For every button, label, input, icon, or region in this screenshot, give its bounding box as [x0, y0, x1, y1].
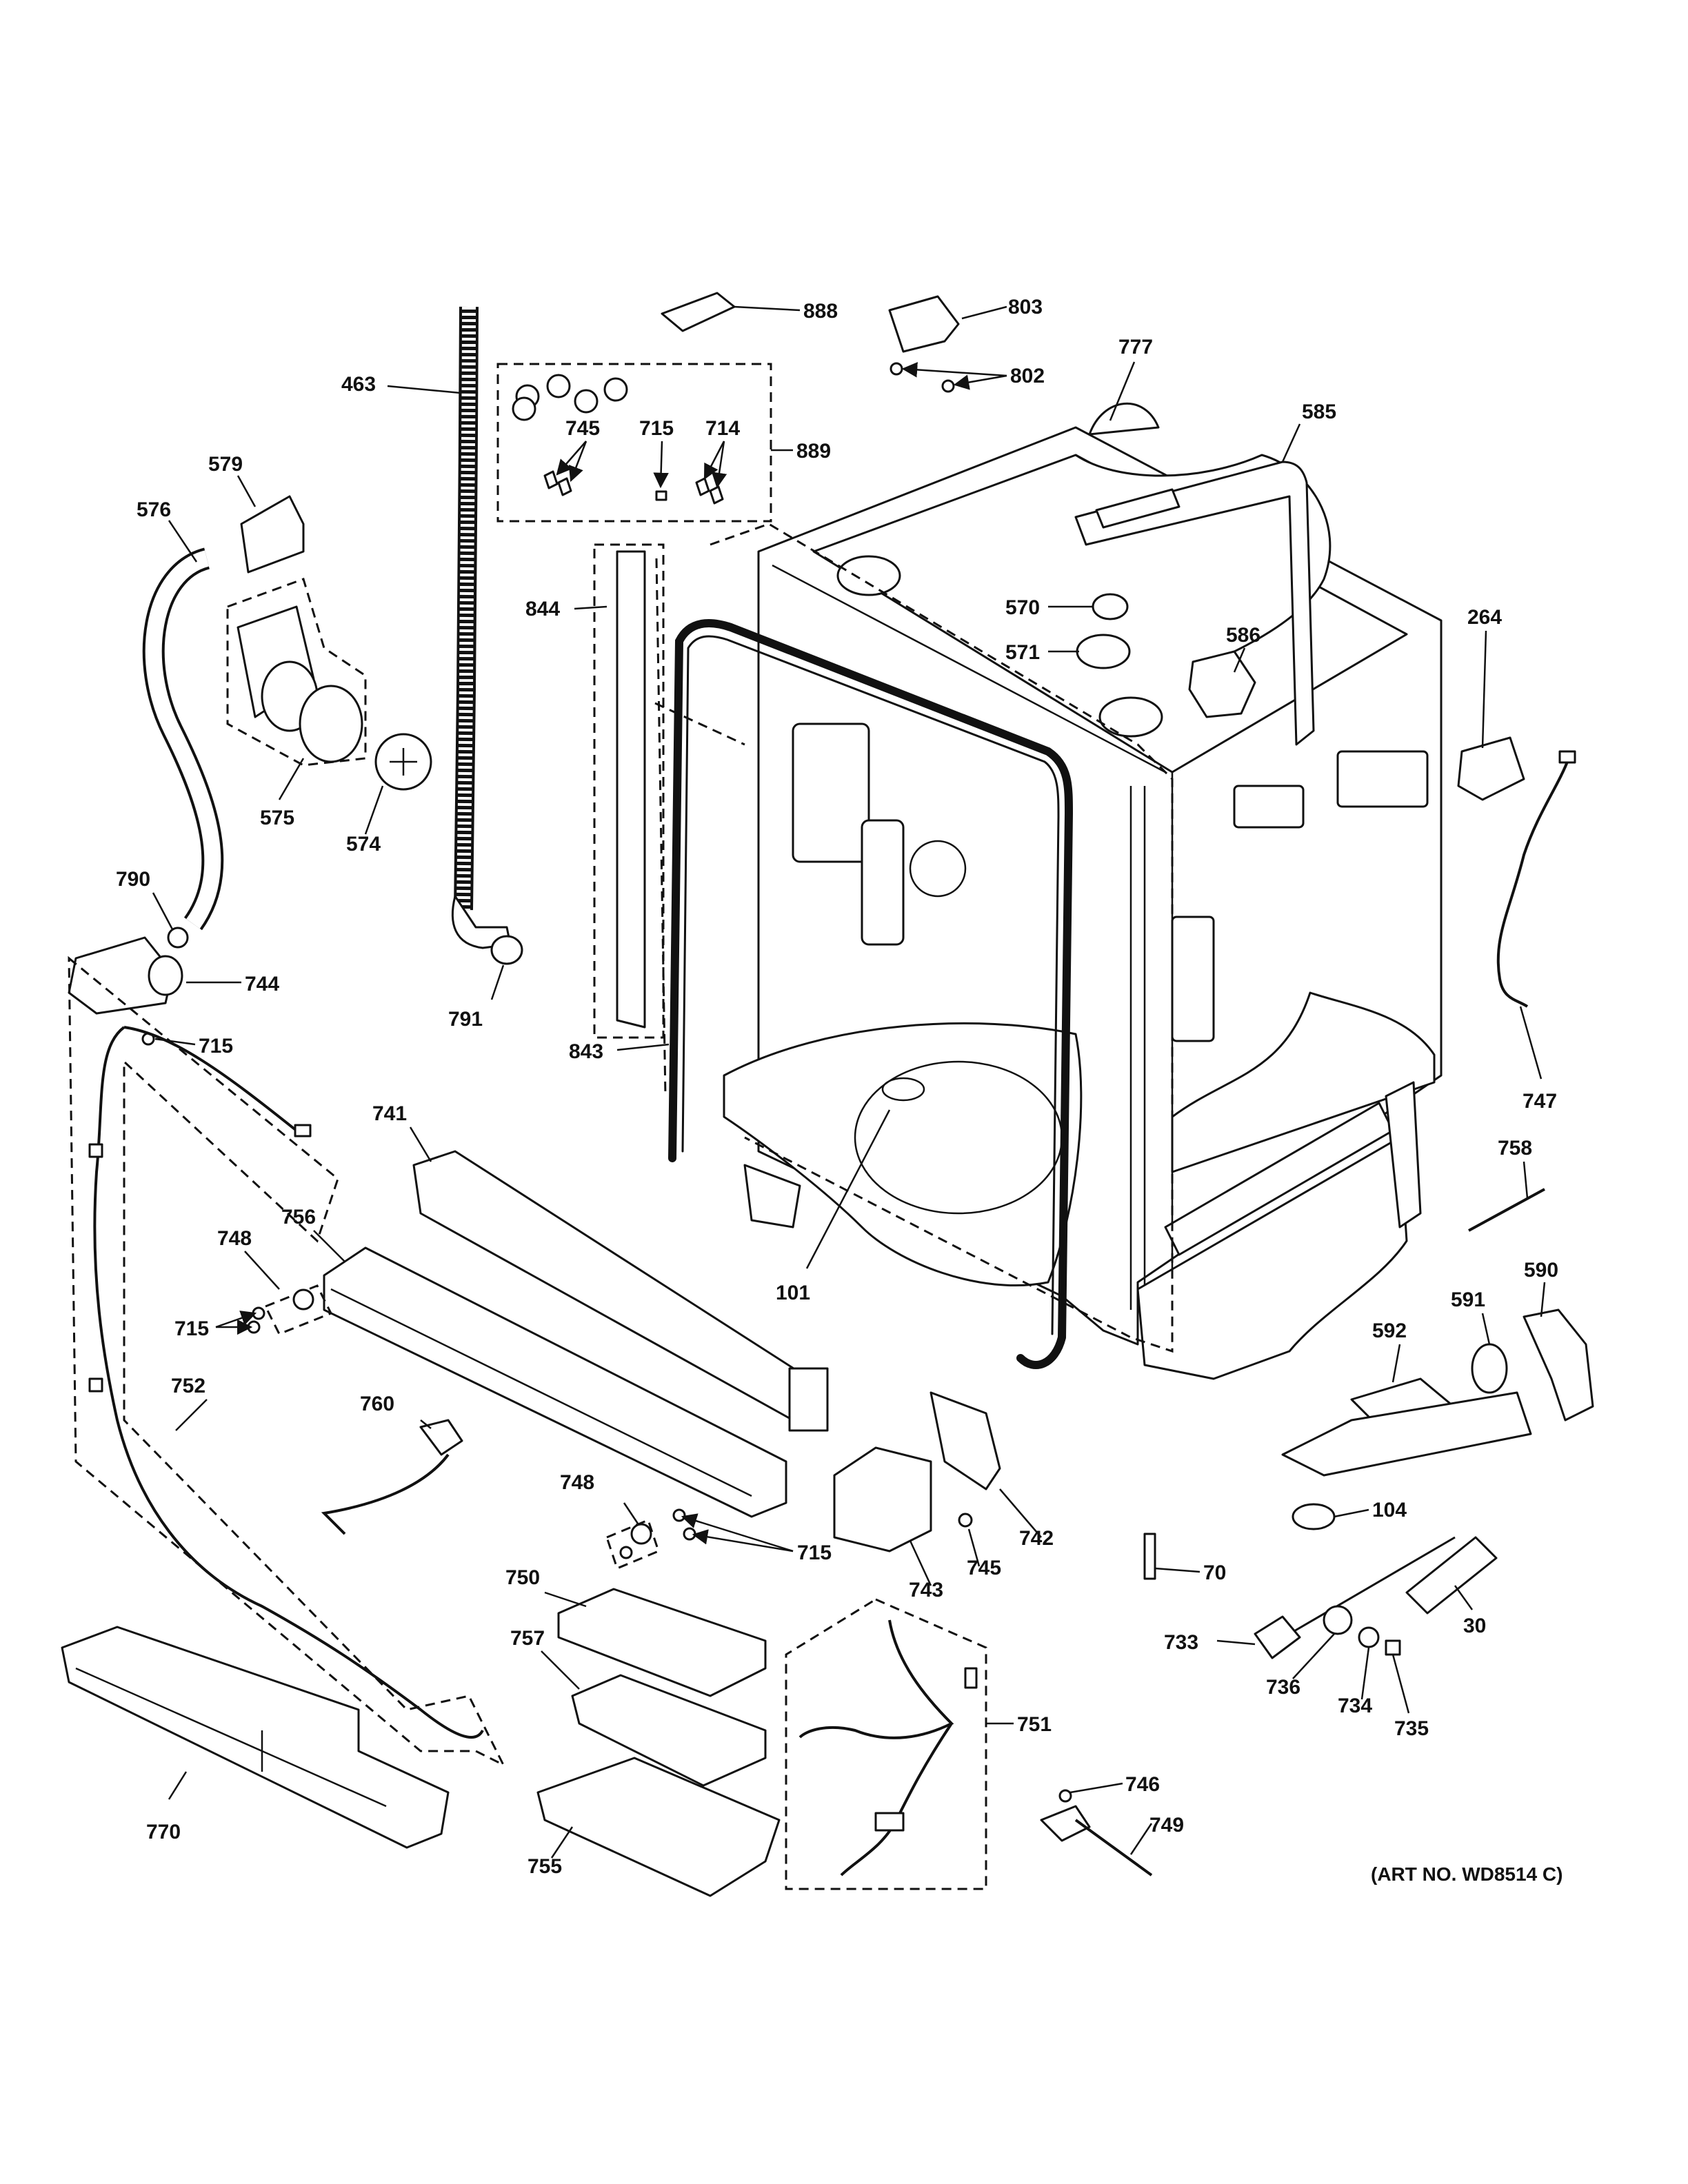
panel-756: [323, 1246, 787, 1518]
control-743: [833, 1446, 932, 1553]
spring-30: [1405, 1536, 1498, 1615]
vent-579: [240, 495, 305, 574]
callout-743: 743: [909, 1579, 943, 1601]
door-gasket-843: [668, 619, 1074, 1369]
sensor-760: [419, 1419, 463, 1456]
bracket-742: [930, 1391, 1001, 1490]
callout-770: 770: [146, 1821, 181, 1843]
box-770: [61, 1626, 450, 1849]
harness-752: [93, 1026, 484, 1739]
callout-802: 802: [1010, 365, 1045, 387]
drain-hose-463: [454, 306, 479, 911]
callout-30: 30: [1463, 1615, 1486, 1637]
leg-70: [1143, 1533, 1156, 1580]
callout-745-kit: 745: [565, 417, 600, 440]
callout-748-b: 748: [560, 1471, 594, 1494]
callout-749: 749: [1149, 1814, 1184, 1837]
callout-742: 742: [1019, 1527, 1054, 1550]
callout-715-b: 715: [174, 1317, 209, 1340]
washer-734: [1358, 1626, 1380, 1648]
tray-755: [536, 1757, 781, 1897]
harness-751: [798, 1619, 954, 1877]
callout-790: 790: [116, 868, 150, 891]
callout-579: 579: [208, 453, 243, 476]
callout-715-a: 715: [199, 1035, 233, 1058]
callout-744: 744: [245, 973, 279, 995]
callout-592: 592: [1372, 1320, 1407, 1342]
cap-104: [1292, 1503, 1336, 1530]
callout-755: 755: [528, 1855, 562, 1878]
switch-803: [888, 295, 960, 353]
hardware-kit-889: [496, 363, 772, 523]
link-733: [1254, 1615, 1301, 1659]
washer-748: [292, 1288, 314, 1311]
callout-264: 264: [1467, 606, 1502, 629]
board-750: [557, 1588, 767, 1697]
callout-101: 101: [776, 1282, 810, 1304]
art-number: (ART NO. WD8514 C): [1371, 1863, 1563, 1885]
callout-750: 750: [505, 1566, 540, 1589]
screw-735: [1385, 1639, 1401, 1656]
callout-574: 574: [346, 833, 381, 856]
callout-757: 757: [510, 1627, 545, 1650]
callout-745: 745: [967, 1557, 1001, 1579]
callout-463: 463: [341, 373, 376, 396]
callout-714: 714: [705, 417, 740, 440]
callout-576: 576: [137, 498, 171, 521]
callout-585: 585: [1302, 401, 1336, 423]
valve-586: [1188, 650, 1256, 718]
callout-756: 756: [281, 1206, 316, 1228]
harness-747: [1496, 758, 1570, 1008]
leader-lines: [152, 305, 1546, 1859]
callout-570: 570: [1005, 596, 1040, 619]
hinge-749: [1040, 1805, 1091, 1842]
seal-strip-844: [616, 550, 646, 1029]
bracket-590: [1523, 1308, 1594, 1422]
pulley-736: [1323, 1605, 1353, 1635]
callout-751: 751: [1017, 1713, 1052, 1736]
callout-715-c: 715: [797, 1541, 832, 1564]
nut-571: [1076, 634, 1131, 669]
callout-741: 741: [372, 1102, 407, 1125]
callout-575: 575: [260, 807, 294, 829]
bracket-888: [661, 292, 736, 332]
switch-264: [1457, 736, 1525, 801]
callout-labels: 888 803 802 777 463 889 745 715 714 579 …: [116, 296, 1558, 1878]
cap-570: [1092, 593, 1129, 620]
callout-843: 843: [569, 1040, 603, 1063]
callout-104: 104: [1372, 1499, 1407, 1521]
callout-733: 733: [1164, 1631, 1198, 1654]
frame-757: [571, 1674, 767, 1787]
tub-vent-cap-777: [1088, 403, 1160, 436]
callout-734: 734: [1338, 1695, 1372, 1717]
callout-758: 758: [1498, 1137, 1532, 1160]
callout-571: 571: [1005, 641, 1040, 664]
spring-591: [1471, 1343, 1508, 1394]
callout-591: 591: [1451, 1288, 1485, 1311]
wire-758: [1468, 1188, 1545, 1232]
callout-760: 760: [360, 1393, 394, 1415]
tub-assembly: [723, 403, 1443, 1380]
clamp-790: [167, 927, 189, 949]
clamp-791: [490, 935, 523, 965]
callout-590: 590: [1524, 1259, 1558, 1282]
callout-748-a: 748: [217, 1227, 252, 1250]
callout-735: 735: [1394, 1717, 1429, 1740]
callout-715-kit: 715: [639, 417, 674, 440]
callout-791: 791: [448, 1008, 483, 1031]
callout-747: 747: [1523, 1090, 1557, 1113]
rail-585: [1074, 461, 1315, 746]
callout-777: 777: [1118, 336, 1153, 358]
callout-844: 844: [525, 598, 560, 620]
callout-586: 586: [1226, 624, 1260, 647]
callout-70: 70: [1203, 1561, 1226, 1584]
callout-888: 888: [803, 300, 838, 323]
callout-889: 889: [796, 440, 831, 463]
callout-736: 736: [1266, 1676, 1300, 1699]
callout-803: 803: [1008, 296, 1043, 318]
callout-752: 752: [171, 1375, 205, 1397]
callout-746: 746: [1125, 1773, 1160, 1796]
